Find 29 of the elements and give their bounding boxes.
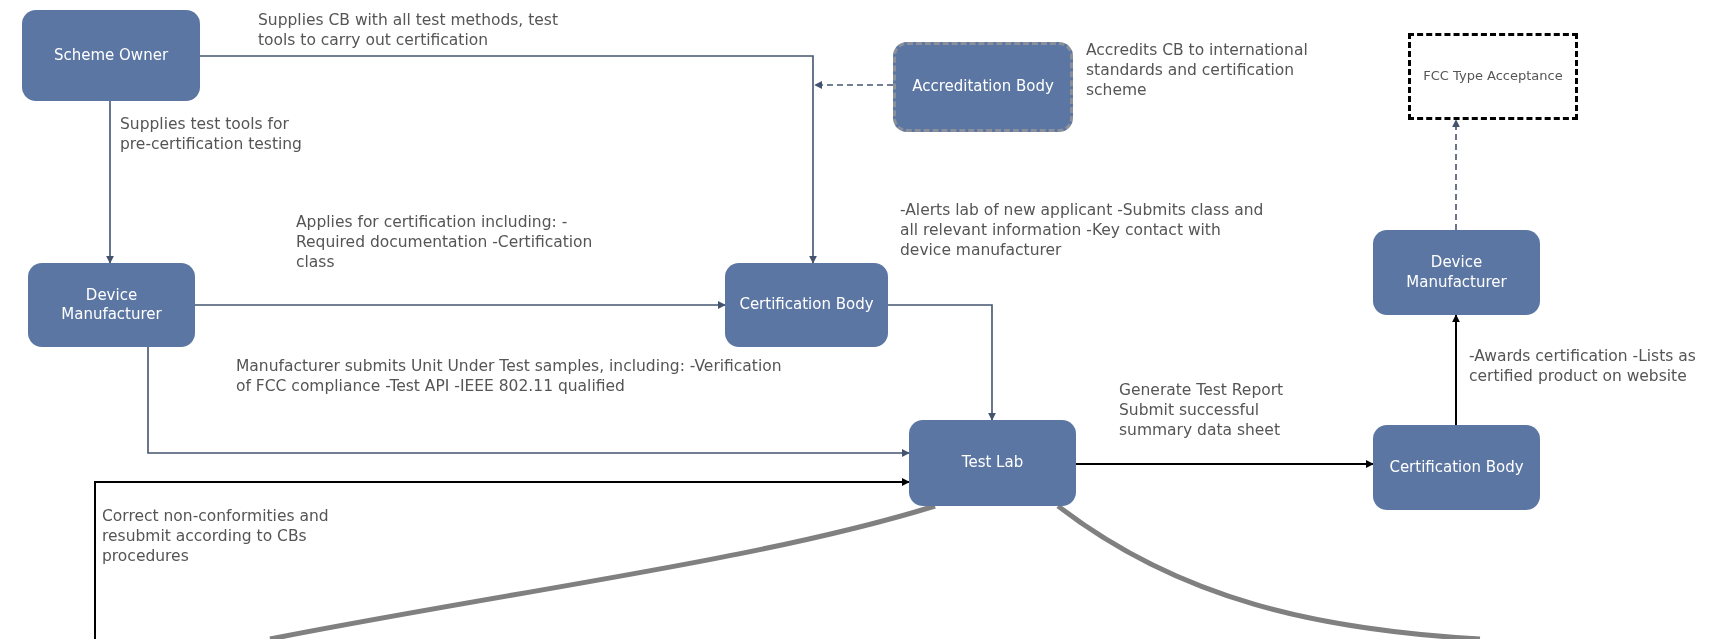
- arrow: [1075, 460, 1374, 468]
- arrow: [199, 55, 817, 264]
- process-box: Accreditation Body: [893, 42, 1073, 132]
- edge-label: Correct non-conformities and resubmit according to CBs procedures: [102, 506, 330, 567]
- arrow: [94, 478, 910, 639]
- connector-line: [269, 503, 936, 639]
- process-box: Certification Body: [725, 263, 888, 347]
- edge-label: Manufacturer submits Unit Under Test samples, including: -Verification of FCC compliance -Test API -IEEE 802.11 qualified: [236, 356, 783, 397]
- edge-label: Supplies test tools for pre-certification testing: [120, 114, 303, 155]
- process-box: FCC Type Acceptance: [1408, 33, 1578, 120]
- edge-label: -Awards certification -Lists as certified product on website: [1469, 346, 1697, 387]
- process-box: Device Manufacturer: [1373, 230, 1540, 315]
- arrow: [814, 81, 894, 89]
- arrow: [147, 346, 910, 457]
- process-box: Scheme Owner: [22, 10, 200, 101]
- edge-label: Generate Test Report Submit successful summary data sheet: [1119, 380, 1285, 441]
- arrow: [194, 301, 726, 309]
- arrow: [106, 100, 114, 264]
- arrow: [1452, 119, 1460, 231]
- process-box: Test Lab: [909, 420, 1076, 506]
- process-box: Certification Body: [1373, 425, 1540, 510]
- arrow: [887, 304, 996, 421]
- edge-label: Applies for certification including: -Required documentation -Certification class: [296, 212, 594, 273]
- process-box: Device Manufacturer: [28, 263, 195, 347]
- connector-line: [1056, 503, 1481, 639]
- node-note: Accredits CB to international standards and certification scheme: [1086, 40, 1309, 101]
- edge-label: Supplies CB with all test methods, test tools to carry out certification: [258, 10, 559, 51]
- arrow: [1452, 314, 1460, 426]
- edge-label: -Alerts lab of new applicant -Submits class and all relevant information -Key contact with device manufacturer: [900, 200, 1265, 261]
